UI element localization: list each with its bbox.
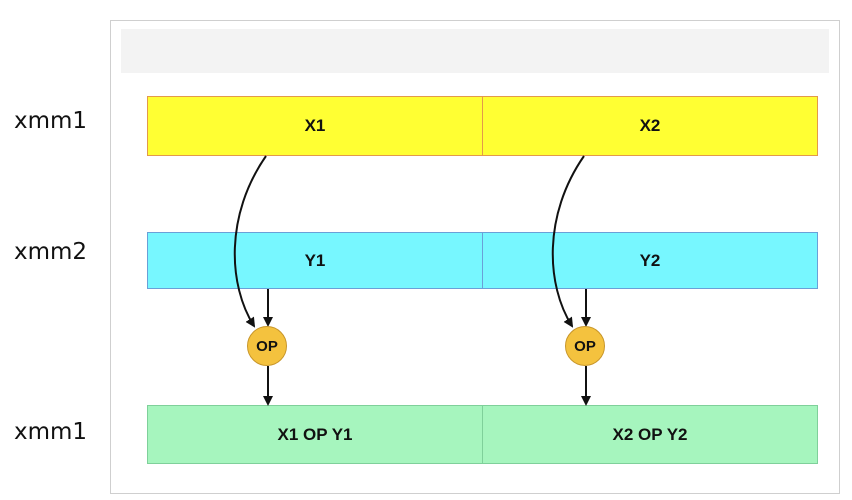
op-node-1: OP <box>247 326 287 366</box>
lane-y1: Y1 <box>304 250 326 270</box>
register-label-xmm2: xmm2 <box>14 239 88 265</box>
lane-y2: Y2 <box>482 233 817 288</box>
register-xmm1-output: X1 OP Y1 X2 OP Y2 <box>147 405 818 464</box>
register-label-xmm1-output: xmm1 <box>14 419 88 445</box>
register-xmm1-input: X1 X2 <box>147 96 818 156</box>
lane-x1: X1 <box>304 116 326 135</box>
register-label-xmm1-input: xmm1 <box>14 108 88 134</box>
lane-x2: X2 <box>482 97 817 155</box>
arrow-x2-to-op2 <box>551 155 585 328</box>
lane-result-1: X1 OP Y1 <box>277 424 353 444</box>
lane-result-2: X2 OP Y2 <box>482 406 817 463</box>
arrow-x1-to-op1 <box>233 155 267 328</box>
op-node-2: OP <box>565 326 605 366</box>
frame-header-strip <box>121 29 829 73</box>
register-xmm2-input: Y1 Y2 <box>147 232 818 289</box>
